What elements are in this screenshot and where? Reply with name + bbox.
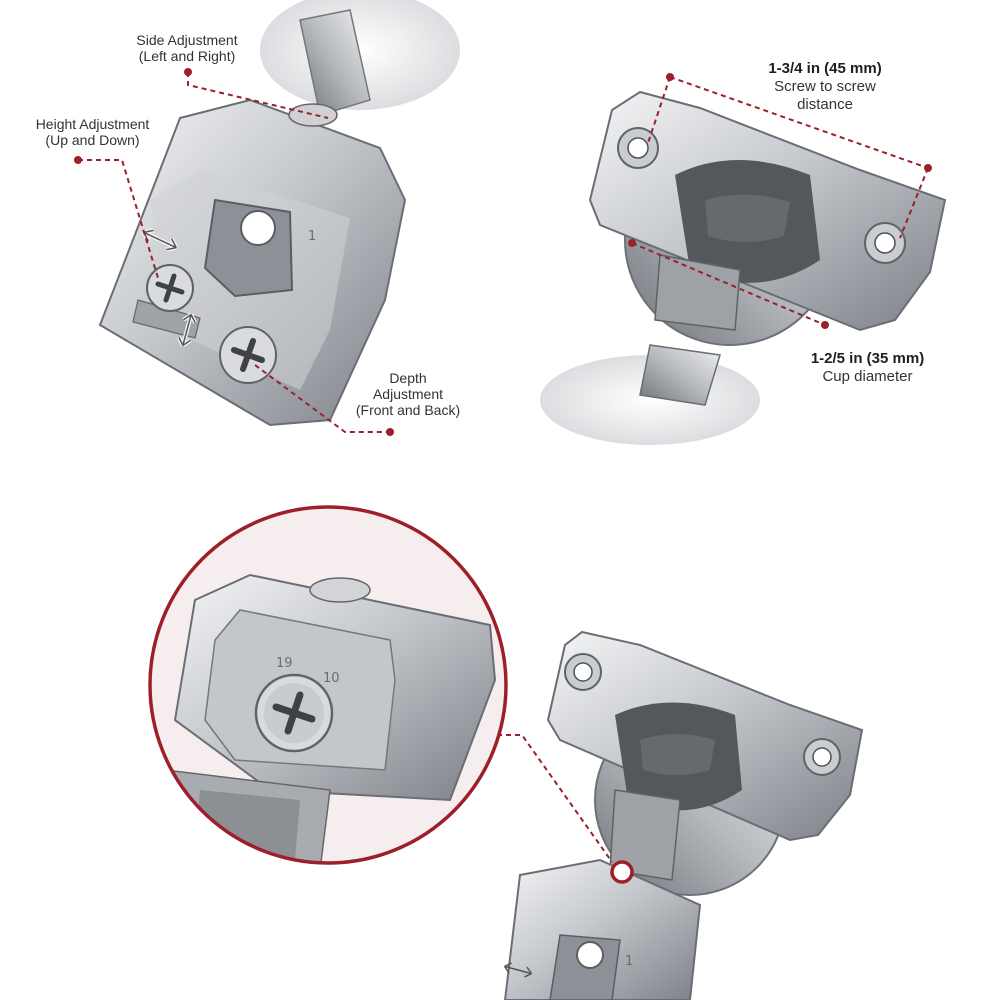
- screw-icon: [219, 326, 277, 384]
- callout-dot-icon: [821, 321, 829, 329]
- screw-icon: [254, 673, 334, 753]
- arm-hole: [240, 210, 276, 246]
- cup-diameter-label: 1-2/5 in (35 mm) Cup diameter: [780, 350, 955, 386]
- adjustment-arm: 1: [98, 0, 460, 427]
- height-adjustment-label: Height Adjustment (Up and Down): [20, 116, 165, 148]
- screw-distance-value: 1-3/4 in (45 mm): [768, 60, 882, 77]
- callout-lines: [78, 72, 390, 433]
- screw-distance-line: [669, 76, 929, 169]
- double-arrow-icon: [177, 312, 197, 348]
- cup-diameter-desc: Cup diameter: [822, 368, 913, 385]
- depth-adjustment-leader: [254, 364, 390, 433]
- screw-hole-left: [564, 653, 602, 691]
- arm-plate-lower: [503, 858, 702, 1000]
- double-arrow-icon: [141, 228, 179, 252]
- double-arrow-icon: [503, 962, 533, 978]
- screw-distance-desc-1: Screw to screw: [774, 78, 876, 95]
- side-adjustment-leader: [187, 72, 329, 119]
- screw-distance-tick-left: [647, 76, 671, 144]
- depth-adjustment-title-2: Adjustment: [372, 386, 444, 402]
- callout-dot-icon: [184, 68, 192, 76]
- callout-dot-icon: [74, 156, 82, 164]
- callout-dot-icon: [628, 239, 636, 247]
- zoom-circle-icon: 19 10: [148, 505, 508, 865]
- arm-stamp-lower: 1: [625, 954, 633, 969]
- screw-distance-tick-right: [899, 167, 929, 239]
- callout-dot-icon: [924, 164, 932, 172]
- cup-diameter-value: 1-2/5 in (35 mm): [810, 350, 925, 367]
- zoom-stamp-right: 10: [323, 671, 340, 686]
- zoom-circle-border: [148, 505, 508, 865]
- hinge-plate-top: [540, 90, 947, 445]
- side-screw: [288, 103, 338, 127]
- depth-adjustment-subtitle: (Front and Back): [355, 402, 461, 418]
- screw-icon: [146, 264, 194, 312]
- side-adjustment-subtitle: (Left and Right): [138, 48, 236, 64]
- screw-distance-label: 1-3/4 in (45 mm) Screw to screw distance: [740, 60, 910, 114]
- height-adjustment-leader: [78, 159, 159, 279]
- height-adjustment-title: Height Adjustment: [35, 116, 150, 132]
- screw-hole-left: [617, 127, 659, 169]
- hinge-full-bottom: 1: [503, 630, 864, 1000]
- screw-hole-right: [803, 738, 841, 776]
- zoom-connector: [497, 734, 634, 884]
- depth-adjustment-label: Depth Adjustment (Front and Back): [343, 370, 473, 418]
- depth-adjustment-title: Depth: [389, 370, 427, 386]
- callout-dot-icon: [386, 428, 394, 436]
- screw-hole-right: [864, 222, 906, 264]
- arm-neck: [299, 9, 371, 116]
- callout-dot-icon: [666, 73, 674, 81]
- side-adjustment-label: Side Adjustment (Left and Right): [117, 32, 257, 64]
- cup-diameter-line: [631, 242, 826, 326]
- zoom-target-ring: [610, 860, 634, 884]
- screw-distance-desc-2: distance: [797, 96, 853, 113]
- zoom-stamp-left: 19: [276, 656, 293, 671]
- side-adjustment-title: Side Adjustment: [136, 32, 238, 48]
- arm-stamp: 1: [308, 229, 316, 244]
- height-adjustment-subtitle: (Up and Down): [45, 132, 140, 148]
- dimension-lines: [631, 76, 929, 326]
